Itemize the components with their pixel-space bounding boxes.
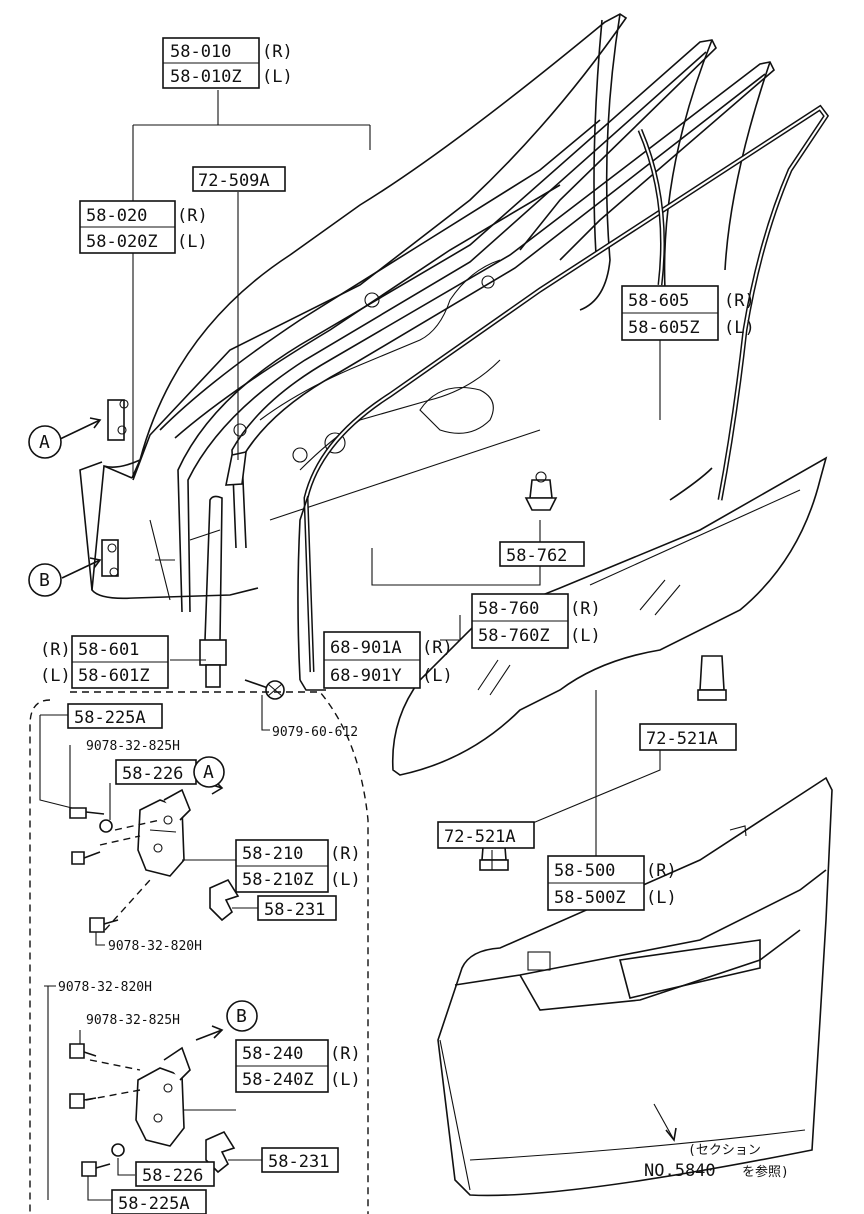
callout-b-hinge: B bbox=[236, 1006, 247, 1027]
section-reference-line1: (セクション bbox=[688, 1143, 761, 1158]
label-58-225a-upper: 58-225A bbox=[74, 708, 146, 728]
upper-hinge-drawing bbox=[69, 779, 240, 933]
callout-a-hinge: A bbox=[203, 762, 214, 783]
label-9078-32-825h-upper: 9078-32-825H bbox=[86, 739, 180, 754]
label-58-240z: 58-240Z bbox=[242, 1070, 314, 1090]
label-9078-32-820h-upper: 9078-32-820H bbox=[108, 939, 202, 954]
label-58-010z-side: (L) bbox=[262, 67, 293, 87]
label-72-509a: 72-509A bbox=[198, 171, 270, 191]
label-68-901a: 68-901A bbox=[330, 638, 402, 658]
label-58-020z: 58-020Z bbox=[86, 232, 158, 252]
label-58-010-side: (R) bbox=[262, 42, 293, 62]
label-58-601z: 58-601Z bbox=[78, 666, 150, 686]
label-58-760: 58-760 bbox=[478, 599, 539, 619]
label-58-605-side: (R) bbox=[724, 291, 755, 311]
label-58-760z: 58-760Z bbox=[478, 626, 550, 646]
label-58-010z: 58-010Z bbox=[170, 67, 242, 87]
label-58-231-lower: 58-231 bbox=[268, 1152, 329, 1172]
door-shell-drawing bbox=[79, 13, 830, 691]
label-58-500z-side: (L) bbox=[646, 888, 677, 908]
label-58-601z-side: (L) bbox=[40, 666, 71, 686]
leader-lines bbox=[39, 90, 677, 1201]
clip-58-762-drawing bbox=[524, 471, 558, 511]
label-58-231-upper: 58-231 bbox=[264, 900, 325, 920]
label-9079-60-612: 9079-60-612 bbox=[272, 725, 358, 740]
label-58-240: 58-240 bbox=[242, 1044, 303, 1064]
label-72-521a-lower: 72-521A bbox=[444, 827, 516, 847]
label-58-210z: 58-210Z bbox=[242, 870, 314, 890]
label-58-500-side: (R) bbox=[646, 861, 677, 881]
label-58-240-side: (R) bbox=[330, 1044, 361, 1064]
label-boxes bbox=[28, 37, 737, 1214]
label-58-760-side: (R) bbox=[570, 599, 601, 619]
label-58-500z: 58-500Z bbox=[554, 888, 626, 908]
door-trim-drawing bbox=[437, 776, 833, 1197]
clip-72-521a-upper-drawing bbox=[697, 655, 727, 701]
label-58-010: 58-010 bbox=[170, 42, 231, 62]
label-9078-32-820h-lower: 9078-32-820H bbox=[58, 980, 152, 995]
label-58-500: 58-500 bbox=[554, 861, 615, 881]
callout-a-left: A bbox=[39, 432, 50, 453]
callout-arrows-left bbox=[57, 417, 102, 579]
label-68-901y: 68-901Y bbox=[330, 666, 402, 686]
label-9078-32-825h-lower: 9078-32-825H bbox=[86, 1013, 180, 1028]
section-reference-number: NO.5840 bbox=[644, 1161, 716, 1181]
label-texts: 58-010 (R) 58-010Z (L) 58-020 (R) 58-020… bbox=[39, 42, 789, 1214]
bolt-9079-60-612-drawing bbox=[244, 679, 285, 700]
label-68-901a-side: (R) bbox=[422, 638, 453, 658]
label-58-225a-lower: 58-225A bbox=[118, 1194, 190, 1214]
label-58-020-side: (R) bbox=[177, 206, 208, 226]
label-58-226-lower: 58-226 bbox=[142, 1166, 203, 1186]
lower-hinge-drawing bbox=[69, 1025, 236, 1177]
callout-b-left: B bbox=[39, 570, 50, 591]
label-58-605z: 58-605Z bbox=[628, 318, 700, 338]
label-58-605z-side: (L) bbox=[724, 318, 755, 338]
label-58-601-side: (R) bbox=[40, 640, 71, 660]
label-58-601: 58-601 bbox=[78, 640, 139, 660]
label-58-020z-side: (L) bbox=[177, 232, 208, 252]
label-72-521a-upper: 72-521A bbox=[646, 729, 718, 749]
section-reference-suffix: を参照) bbox=[742, 1164, 789, 1180]
label-58-226-upper: 58-226 bbox=[122, 764, 183, 784]
label-68-901y-side: (L) bbox=[422, 666, 453, 686]
label-58-605: 58-605 bbox=[628, 291, 689, 311]
label-58-210-side: (R) bbox=[330, 844, 361, 864]
hinge-group-outline bbox=[29, 691, 369, 1214]
label-58-210z-side: (L) bbox=[330, 870, 361, 890]
label-58-240z-side: (L) bbox=[330, 1070, 361, 1090]
door-glass-drawing bbox=[391, 456, 828, 776]
label-58-020: 58-020 bbox=[86, 206, 147, 226]
label-58-760z-side: (L) bbox=[570, 626, 601, 646]
label-58-210: 58-210 bbox=[242, 844, 303, 864]
label-58-762: 58-762 bbox=[506, 546, 567, 566]
